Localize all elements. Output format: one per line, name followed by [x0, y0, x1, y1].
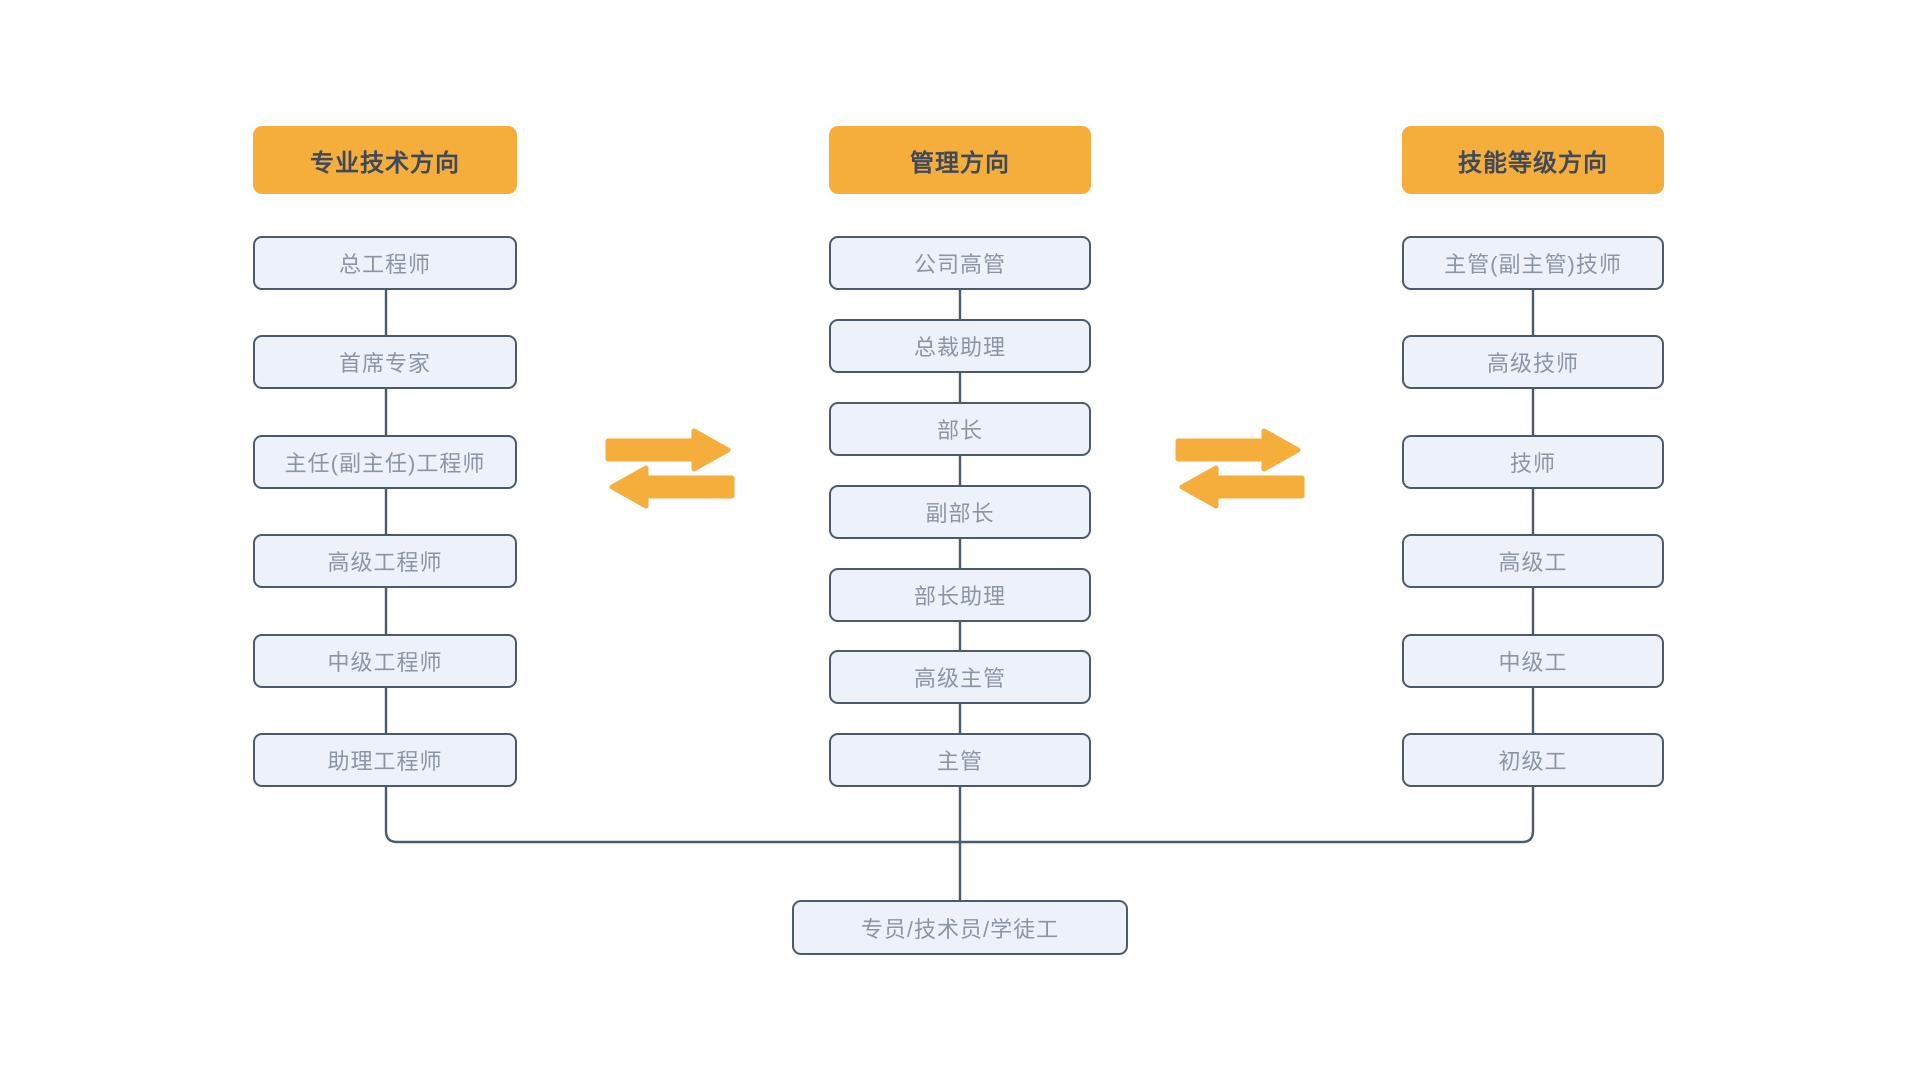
tech-level-node: 首席专家	[253, 335, 517, 389]
tech-level-node: 主任(副主任)工程师	[253, 435, 517, 489]
mgmt-level-node: 主管	[829, 733, 1091, 787]
tech-level-node: 中级工程师	[253, 634, 517, 688]
mgmt-level-node: 总裁助理	[829, 319, 1091, 373]
mgmt-level-node: 副部长	[829, 485, 1091, 539]
arrow-right-icon	[1175, 428, 1301, 472]
arrow-left-icon	[1179, 465, 1305, 509]
skill-level-node: 主管(副主管)技师	[1402, 236, 1664, 290]
tech-level-node: 助理工程师	[253, 733, 517, 787]
skill-level-node: 技师	[1402, 435, 1664, 489]
tech-column-header: 专业技术方向	[253, 126, 517, 194]
base-level-node: 专员/技术员/学徒工	[792, 900, 1128, 955]
mgmt-level-node: 公司高管	[829, 236, 1091, 290]
arrow-right-icon	[605, 428, 731, 472]
tech-level-node: 高级工程师	[253, 534, 517, 588]
mgmt-level-node: 部长助理	[829, 568, 1091, 622]
skill-level-node: 初级工	[1402, 733, 1664, 787]
skill-level-node: 中级工	[1402, 634, 1664, 688]
management-column-header: 管理方向	[829, 126, 1091, 194]
mgmt-level-node: 高级主管	[829, 650, 1091, 704]
skill-column-header: 技能等级方向	[1402, 126, 1664, 194]
mgmt-level-node: 部长	[829, 402, 1091, 456]
exchange-arrows-right	[1175, 428, 1305, 509]
skill-level-node: 高级工	[1402, 534, 1664, 588]
tech-level-node: 总工程师	[253, 236, 517, 290]
skill-level-node: 高级技师	[1402, 335, 1664, 389]
arrow-left-icon	[609, 465, 735, 509]
exchange-arrows-left	[605, 428, 735, 509]
